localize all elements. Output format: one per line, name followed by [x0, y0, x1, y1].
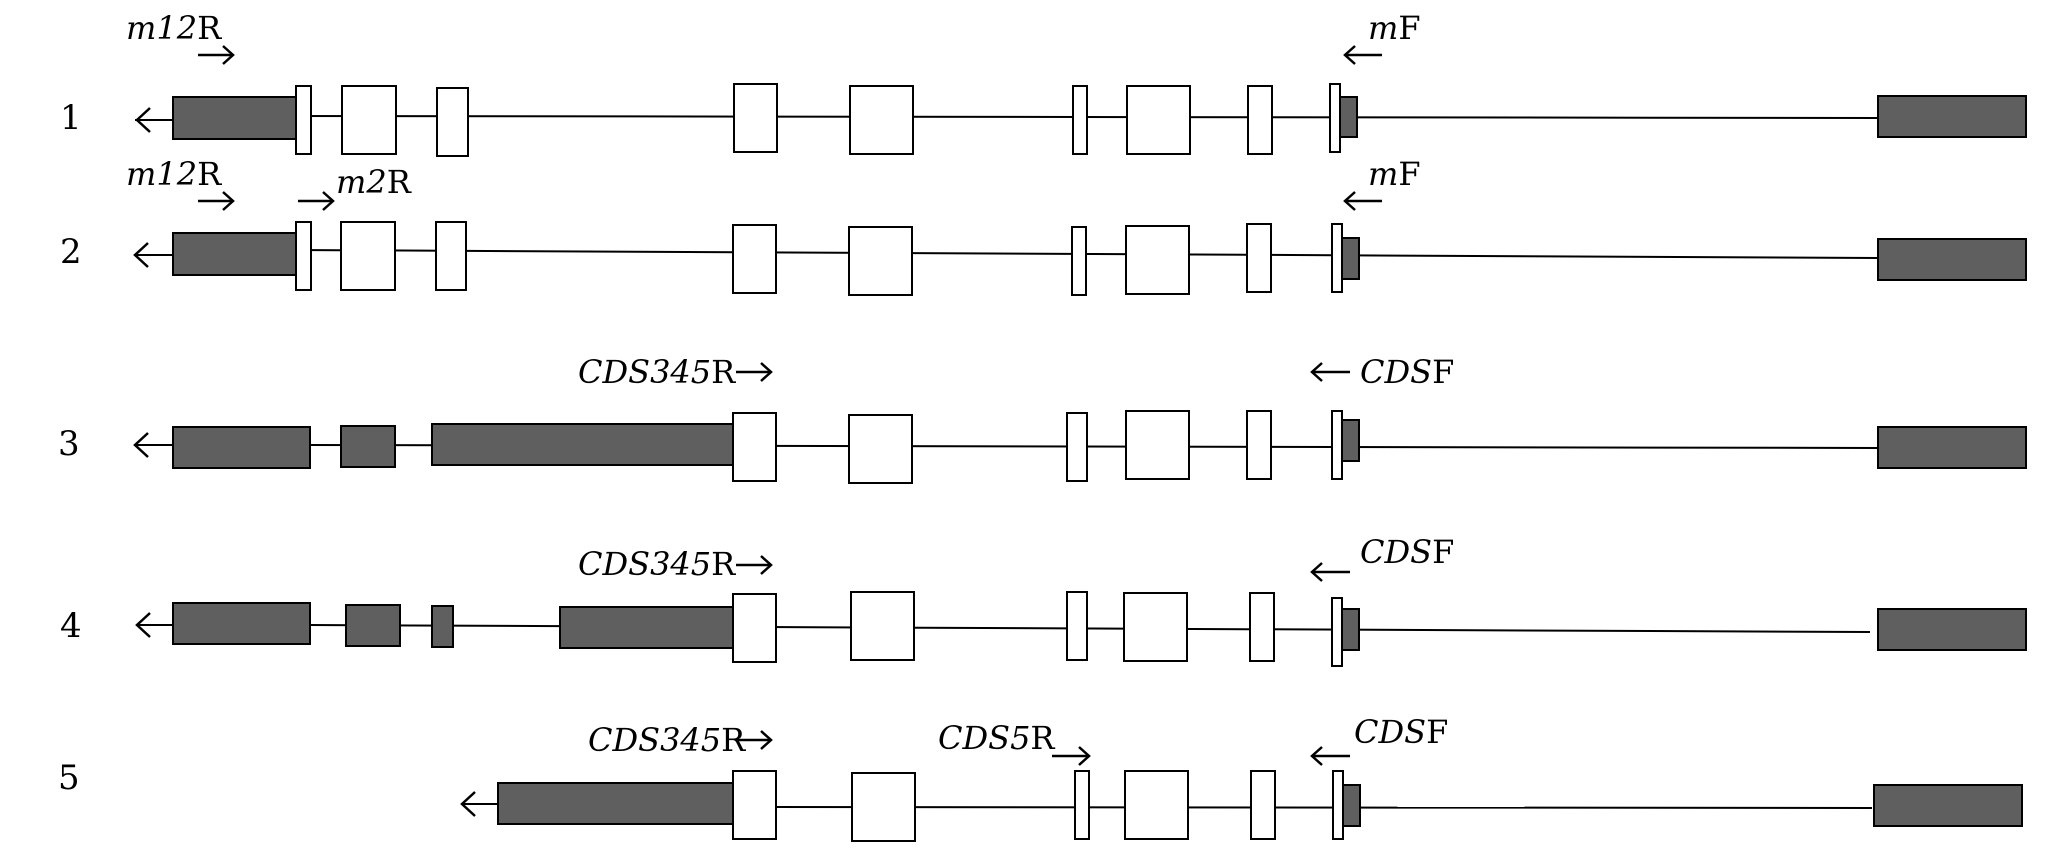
exon: [1246, 410, 1272, 480]
primer-label-CDS5R-row5: CDS5R: [938, 719, 1055, 757]
utr-block: [431, 605, 454, 648]
exon: [733, 83, 778, 153]
row-label-5: 5: [58, 758, 80, 798]
transcript-row-1: [135, 45, 2027, 157]
primer-arrowhead: [322, 191, 335, 211]
exon: [1332, 770, 1344, 840]
primer-arrowhead: [760, 362, 773, 382]
utr-block: [1341, 419, 1360, 462]
exon: [340, 221, 396, 291]
primer-arrowhead: [760, 730, 773, 750]
primer-label-CDSF-row3: CDSF: [1360, 353, 1455, 391]
primer-arrowhead: [1310, 746, 1323, 766]
exon: [1124, 770, 1189, 840]
exon: [1331, 223, 1343, 293]
primer-arrowhead: [222, 191, 235, 211]
primer-label-m2R-row2: m2R: [336, 163, 411, 201]
exon: [1246, 223, 1272, 293]
direction-arrowhead: [133, 432, 149, 458]
primer-label-CDSF-row5: CDSF: [1354, 713, 1449, 751]
exon: [732, 224, 777, 294]
exon: [851, 772, 916, 842]
primer-label-CDSF-row4: CDSF: [1360, 533, 1455, 571]
utr-block: [172, 426, 311, 469]
exon: [732, 770, 777, 840]
row-label-1: 1: [60, 98, 82, 138]
direction-arrowhead: [135, 107, 151, 133]
row-label-2: 2: [60, 232, 82, 272]
row-label-4: 4: [60, 606, 82, 646]
exon: [1247, 85, 1273, 155]
transcript-row-2: [133, 191, 2027, 296]
exon: [436, 87, 469, 157]
primer-label-CDS345R-row5: CDS345R: [588, 721, 746, 759]
row-label-3: 3: [58, 424, 80, 464]
primer-label-mF-row2: mF: [1368, 155, 1421, 193]
primer-label-m12R-row1: m12R: [126, 9, 222, 47]
utr-block: [340, 425, 396, 468]
primer-arrowhead: [1343, 191, 1356, 211]
primer-arrowhead: [1078, 746, 1091, 766]
exon: [435, 221, 467, 291]
utr-block: [1877, 238, 2027, 281]
utr-block: [172, 96, 297, 140]
exon: [1066, 591, 1088, 661]
direction-arrowhead: [133, 242, 149, 268]
exon: [1072, 85, 1088, 155]
utr-block: [1339, 96, 1358, 138]
utr-block: [172, 602, 311, 645]
primer-arrowhead: [1343, 45, 1356, 65]
primer-label-CDS345R-row3: CDS345R: [578, 353, 736, 391]
utr-block: [559, 606, 734, 649]
utr-block: [172, 232, 297, 276]
primer-label-m12R-row2: m12R: [126, 155, 222, 193]
exon: [1250, 770, 1276, 840]
primer-label-mF-row1: mF: [1368, 9, 1421, 47]
exon: [1329, 83, 1341, 153]
direction-arrowhead: [135, 612, 151, 638]
transcript-row-3: [133, 362, 2027, 484]
utr-block: [1342, 784, 1361, 827]
utr-block: [497, 782, 734, 825]
exon: [341, 85, 397, 155]
exon: [732, 412, 777, 482]
exon: [1074, 770, 1090, 840]
exon: [1331, 410, 1343, 480]
exon: [848, 226, 913, 296]
exon: [848, 414, 913, 484]
exon: [849, 85, 914, 155]
exon: [1125, 410, 1190, 480]
exon: [295, 85, 312, 155]
exon: [1126, 85, 1191, 155]
utr-block: [345, 604, 401, 647]
exon: [1066, 412, 1088, 482]
utr-block: [1341, 608, 1360, 651]
utr-block: [1873, 784, 2023, 827]
primer-arrowhead: [1310, 362, 1323, 382]
transcript-row-5: [460, 730, 2023, 842]
exon: [850, 591, 915, 661]
exon: [1071, 226, 1087, 296]
direction-arrowhead: [460, 791, 476, 817]
primer-arrowhead: [1310, 562, 1323, 582]
intron-line: [308, 624, 1871, 633]
utr-block: [1877, 608, 2027, 651]
intron-line: [775, 806, 1873, 809]
utr-block: [1877, 95, 2027, 138]
transcript-row-4: [135, 555, 2027, 667]
primer-label-CDS345R-row4: CDS345R: [578, 545, 736, 583]
utr-block: [1877, 426, 2027, 469]
primer-arrowhead: [760, 555, 773, 575]
exon: [1125, 225, 1190, 295]
exon: [1249, 592, 1275, 662]
exon: [732, 593, 777, 663]
exon: [1331, 597, 1343, 667]
exon: [1123, 592, 1188, 662]
exon: [295, 221, 312, 291]
utr-block: [1341, 237, 1360, 280]
primer-arrowhead: [222, 45, 235, 65]
utr-block: [431, 423, 734, 466]
